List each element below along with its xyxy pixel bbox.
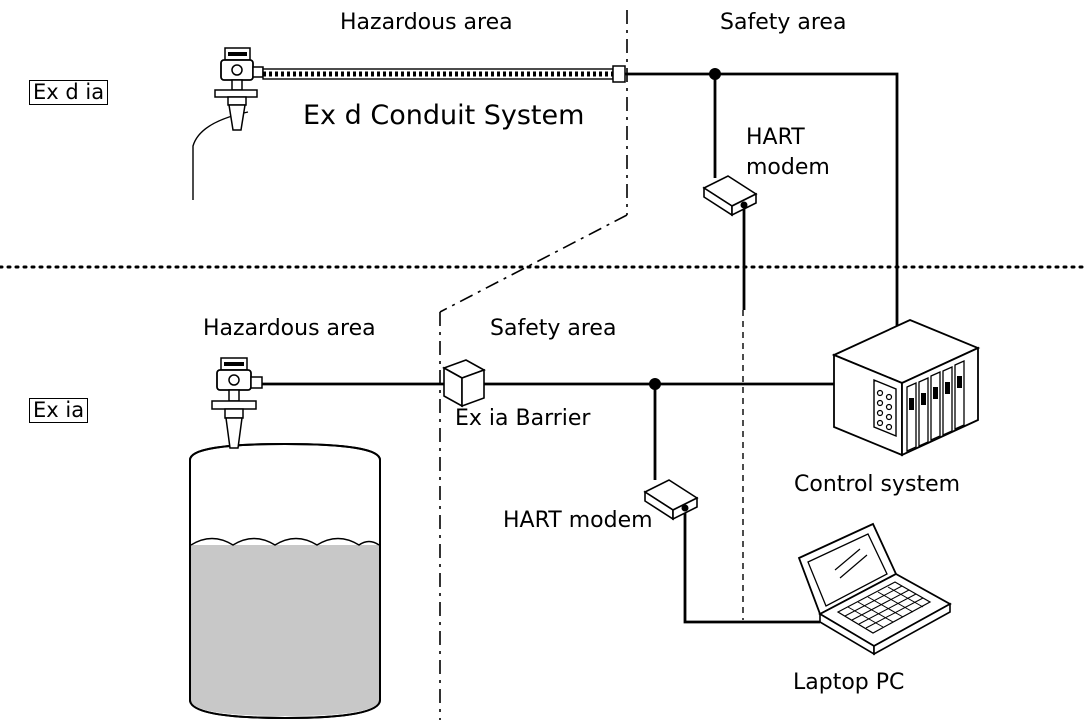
ex-ia-barrier [442,359,486,408]
liquid-surface [190,537,380,546]
junction-dot-bottom [649,378,661,390]
laptop-pc-label: Laptop PC [793,670,905,695]
conduit-system-label: Ex d Conduit System [303,100,585,131]
zone-label-ex-d-ia: Ex d ia [29,80,109,105]
hart-modem-bottom [643,479,699,521]
hart-modem-label-top-line2: modem [746,155,830,180]
zone-boundary-diagonal [439,214,628,313]
safety-area-label-top: Safety area [720,10,847,35]
hazardous-area-label-bottom: Hazardous area [203,316,376,341]
junction-dot-top [709,68,721,80]
storage-tank [189,442,381,720]
hart-modem-label-top-line1: HART [746,125,805,150]
safety-area-label-bottom: Safety area [490,316,617,341]
hart-modem-top [702,175,758,217]
radar-transmitter-bottom [211,357,263,449]
control-system-cabinet [831,319,981,457]
liquid-fill [191,545,379,716]
hart-modem-label-bottom: HART modem [503,508,653,533]
hazardous-area-label-top: Hazardous area [340,10,513,35]
ex-d-conduit [262,65,626,83]
top-signal-wiring [625,72,899,334]
zone-label-ex-ia: Ex ia [29,398,89,423]
control-system-label: Control system [794,472,961,497]
radar-transmitter-top [214,47,264,131]
laptop-pc [797,522,952,656]
barrier-label: Ex ia Barrier [455,406,591,431]
